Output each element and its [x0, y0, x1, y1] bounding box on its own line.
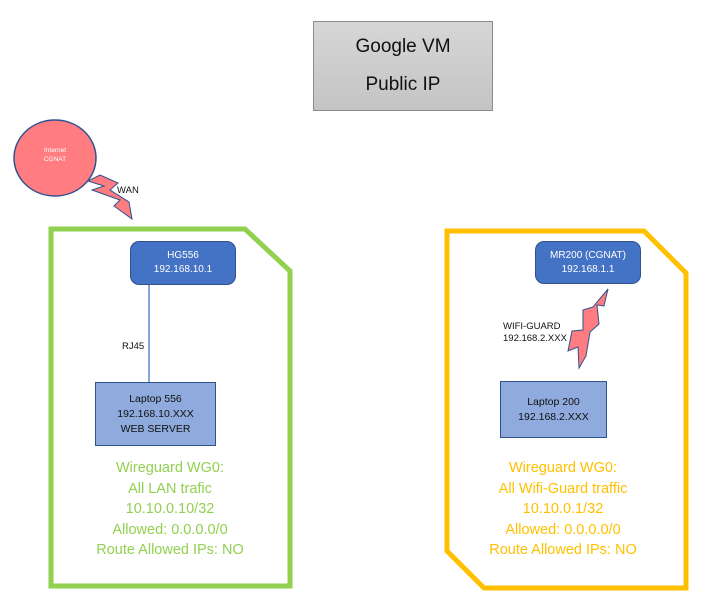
- left-wg-line: All LAN trafic: [128, 480, 212, 497]
- left-wg-line: Wireguard WG0:: [116, 460, 224, 476]
- google-vm-ip-label: Public IP: [365, 74, 441, 95]
- wifi-guard-ip: 192.168.2.XXX: [503, 333, 567, 344]
- left-site-frame: [48, 226, 293, 589]
- rj45-label: RJ45: [122, 341, 145, 352]
- laptop-556-name: Laptop 556: [129, 392, 182, 405]
- right-wg-line: All Wifi-Guard traffic: [498, 480, 628, 497]
- laptop-200-name: Laptop 200: [527, 395, 580, 408]
- wifi-lightning-icon: [567, 288, 609, 370]
- laptop-556-ip: 192.168.10.XXX: [117, 407, 194, 420]
- left-wg-line: Allowed: 0.0.0.0/0: [112, 521, 228, 538]
- laptop-200-ip: 192.168.2.XXX: [518, 410, 589, 423]
- hg556-router-ip: 192.168.10.1: [153, 264, 213, 275]
- internet-cloud: [13, 119, 97, 197]
- laptop-200[interactable]: Laptop 200 192.168.2.XXX: [500, 381, 607, 438]
- left-wg-line: 10.10.0.10/32: [125, 501, 215, 517]
- right-wg-line: 10.10.0.1/32: [522, 501, 604, 517]
- google-vm-title: Google VM: [355, 36, 451, 57]
- mr200-router-name: MR200 (CGNAT): [550, 249, 626, 261]
- right-site-frame: [444, 228, 689, 591]
- right-wireguard-config: Wireguard WG0: All Wifi-Guard traffic 10…: [463, 458, 663, 561]
- laptop-556[interactable]: Laptop 556 192.168.10.XXX WEB SERVER: [95, 382, 216, 446]
- wifi-guard-label: WIFI-GUARD 192.168.2.XXX: [503, 321, 567, 345]
- internet-label: Internet CGNAT: [25, 146, 85, 164]
- internet-label-line1: Internet: [43, 147, 67, 154]
- mr200-router[interactable]: MR200 (CGNAT) 192.168.1.1: [535, 241, 641, 284]
- wan-label: WAN: [117, 185, 139, 196]
- right-wg-line: Wireguard WG0:: [509, 460, 617, 476]
- mr200-router-ip: 192.168.1.1: [561, 263, 615, 275]
- wifi-guard-name: WIFI-GUARD: [503, 321, 561, 332]
- hg556-router[interactable]: HG556 192.168.10.1: [130, 241, 236, 285]
- right-wg-line: Allowed: 0.0.0.0/0: [505, 521, 621, 538]
- internet-label-line2: CGNAT: [43, 156, 67, 163]
- left-wireguard-config: Wireguard WG0: All LAN trafic 10.10.0.10…: [70, 458, 270, 561]
- right-wg-line: Route Allowed IPs: NO: [489, 542, 637, 558]
- hg556-router-name: HG556: [167, 250, 199, 261]
- google-vm-box: Google VM Public IP: [313, 21, 493, 111]
- laptop-556-role: WEB SERVER: [120, 422, 191, 435]
- left-wg-line: Route Allowed IPs: NO: [96, 542, 244, 558]
- wan-lightning-icon: [86, 174, 133, 221]
